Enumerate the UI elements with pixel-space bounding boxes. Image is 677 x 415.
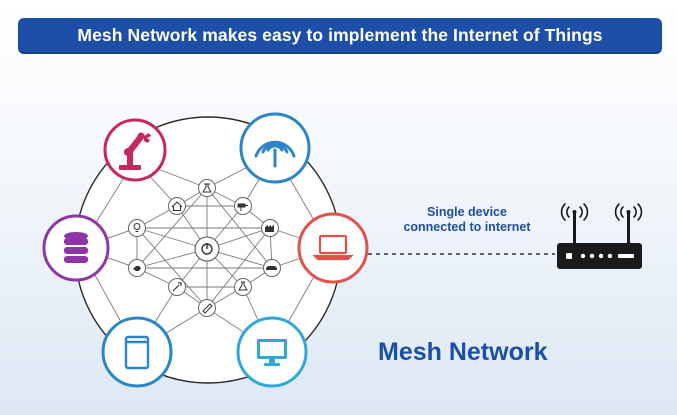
factory-node-icon <box>261 219 279 237</box>
robot-arm-icon <box>119 132 151 170</box>
tablet-icon <box>124 335 150 370</box>
monitor-icon <box>257 339 287 366</box>
router-caption-line2: connected to internet <box>403 220 531 234</box>
mesh-nodes <box>128 179 281 317</box>
drill-node-icon <box>234 197 252 215</box>
laptop-icon <box>312 234 354 261</box>
monitor-device <box>236 316 308 388</box>
pen-node-icon <box>198 299 216 317</box>
title-banner: Mesh Network makes easy to implement the… <box>18 18 662 52</box>
database-icon <box>64 232 88 263</box>
wrench-node-icon <box>168 278 186 296</box>
diagram-title: Mesh Network <box>378 338 548 366</box>
laptop-device <box>297 212 369 284</box>
robot-arm-device <box>103 118 167 182</box>
beaker-node-icon <box>234 278 252 296</box>
hand-node-icon <box>128 259 146 277</box>
house-node-icon <box>168 197 186 215</box>
antenna-device <box>239 112 311 184</box>
flask-node-icon <box>198 179 216 197</box>
car-node-icon <box>263 259 281 277</box>
router-caption-line1: Single device <box>427 205 507 219</box>
antenna-icon <box>254 140 296 168</box>
center-plug-node-icon <box>194 236 220 262</box>
tablet-device <box>101 316 173 388</box>
banner-title: Mesh Network makes easy to implement the… <box>77 24 603 45</box>
bulb-node-icon <box>128 219 146 237</box>
router-caption: Single device connected to internet <box>392 205 542 235</box>
database-device <box>42 214 110 282</box>
router-icon <box>557 203 643 269</box>
